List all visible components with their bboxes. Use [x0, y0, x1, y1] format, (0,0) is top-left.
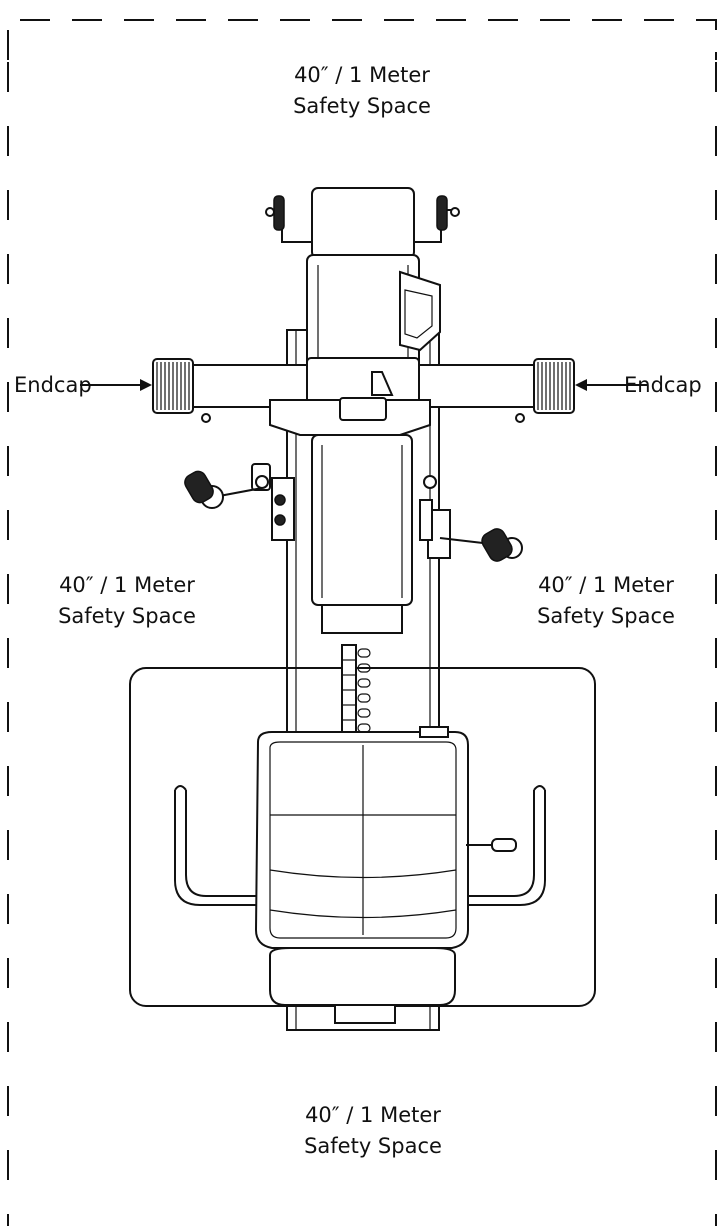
right-endcap	[515, 358, 575, 423]
mid-column	[311, 434, 413, 634]
console	[399, 270, 441, 352]
safety-space-bottom-line1: 40″ / 1 Meter	[305, 1103, 441, 1127]
safety-space-top-line1: 40″ / 1 Meter	[294, 63, 430, 87]
left-endcap-label: Endcap	[14, 373, 92, 397]
safety-space-right-line2: Safety Space	[537, 604, 675, 628]
safety-space-top: 40″ / 1 Meter Safety Space	[262, 60, 462, 122]
left-grab-bar	[174, 785, 262, 906]
left-endcap-arrow	[80, 379, 152, 391]
safety-space-top-line2: Safety Space	[293, 94, 431, 118]
safety-space-left-line2: Safety Space	[58, 604, 196, 628]
right-endcap-arrow	[575, 379, 647, 391]
safety-space-left: 40″ / 1 Meter Safety Space	[27, 570, 227, 632]
seat-adjust-pin	[466, 838, 517, 852]
carriage	[269, 371, 431, 436]
safety-boundary	[7, 19, 717, 60]
left-crank	[184, 463, 295, 541]
safety-space-bottom-line2: Safety Space	[304, 1134, 442, 1158]
left-endcap	[152, 358, 211, 423]
safety-space-left-line1: 40″ / 1 Meter	[59, 573, 195, 597]
weight-stack	[341, 644, 371, 736]
right-crank	[419, 475, 523, 562]
safety-space-right: 40″ / 1 Meter Safety Space	[506, 570, 706, 632]
safety-space-right-line1: 40″ / 1 Meter	[538, 573, 674, 597]
right-grab-bar	[463, 785, 546, 906]
right-endcap-label: Endcap	[624, 373, 702, 397]
top-handle-right	[412, 195, 460, 243]
seat	[254, 726, 517, 1024]
top-handle-left	[265, 195, 312, 243]
safety-space-bottom: 40″ / 1 Meter Safety Space	[273, 1100, 473, 1162]
